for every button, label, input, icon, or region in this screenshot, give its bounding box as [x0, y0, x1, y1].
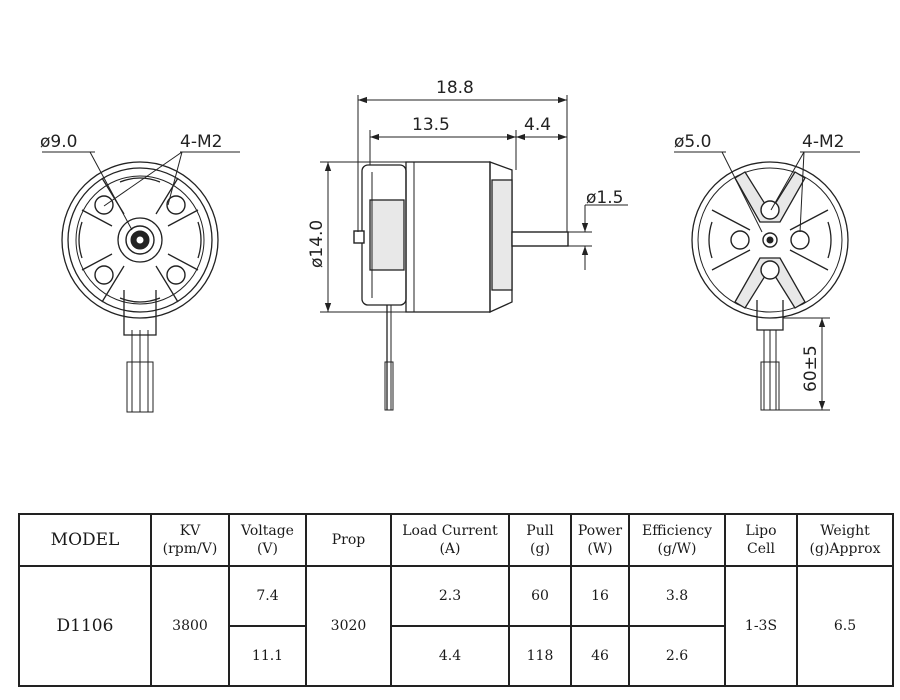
cell-model: D1106: [18, 565, 152, 687]
cell-pull: 118: [508, 625, 572, 687]
header-prop: Prop: [305, 513, 392, 567]
cell-prop: 3020: [305, 565, 392, 687]
cell-lipo: 1-3S: [724, 565, 798, 687]
front-diameter-label: ø9.0: [40, 132, 77, 152]
side-view: 18.8 13.5 4.4 ø14.0 ø1.5: [307, 78, 628, 411]
header-efficiency: Efficiency(g/W): [628, 513, 726, 567]
header-power: Power(W): [570, 513, 630, 567]
cell-voltage: 11.1: [228, 625, 307, 687]
header-kv: KV(rpm/V): [150, 513, 230, 567]
table-header-row: MODEL KV(rpm/V) Voltage(V) Prop Load Cur…: [18, 513, 894, 567]
table-row: 11.1 4.4 118 46 2.6: [19, 625, 893, 687]
table-row: D1106 3800 7.4 3020 2.3 60 16 3.8 1-3S 6…: [18, 565, 894, 687]
spec-table: MODEL KV(rpm/V) Voltage(V) Prop Load Cur…: [18, 513, 894, 687]
motor-dimension-drawing: ø9.0 4-M2 18.8 13.5: [40, 78, 860, 413]
front-screw-label: 4-M2: [180, 132, 222, 152]
shaft-length-label: 4.4: [524, 115, 551, 135]
cell-efficiency: 3.8: [628, 565, 726, 627]
lead-length-label: 60±5: [801, 345, 821, 392]
cell-voltage: 7.4: [228, 565, 307, 627]
header-weight: Weight(g)Approx: [796, 513, 894, 567]
shaft-diameter-label: ø1.5: [586, 188, 623, 208]
cell-efficiency: 2.6: [628, 625, 726, 687]
cell-pull: 60: [508, 565, 572, 627]
cell-power: 16: [570, 565, 630, 627]
body-diameter-label: ø14.0: [307, 220, 327, 268]
cell-power: 46: [570, 625, 630, 687]
rear-view: 60±5 ø5.0 4-M2: [674, 132, 860, 411]
rear-diameter-label: ø5.0: [674, 132, 711, 152]
header-load-current: Load Current(A): [390, 513, 510, 567]
header-voltage: Voltage(V): [228, 513, 307, 567]
header-model: MODEL: [18, 513, 152, 567]
cell-current: 2.3: [390, 565, 510, 627]
total-length-label: 18.8: [436, 78, 474, 98]
cell-kv: 3800: [150, 565, 230, 687]
header-pull: Pull(g): [508, 513, 572, 567]
cell-current: 4.4: [390, 625, 510, 687]
cell-weight: 6.5: [796, 565, 894, 687]
rear-screw-label: 4-M2: [802, 132, 844, 152]
front-view: ø9.0 4-M2: [40, 132, 240, 413]
body-length-label: 13.5: [412, 115, 450, 135]
